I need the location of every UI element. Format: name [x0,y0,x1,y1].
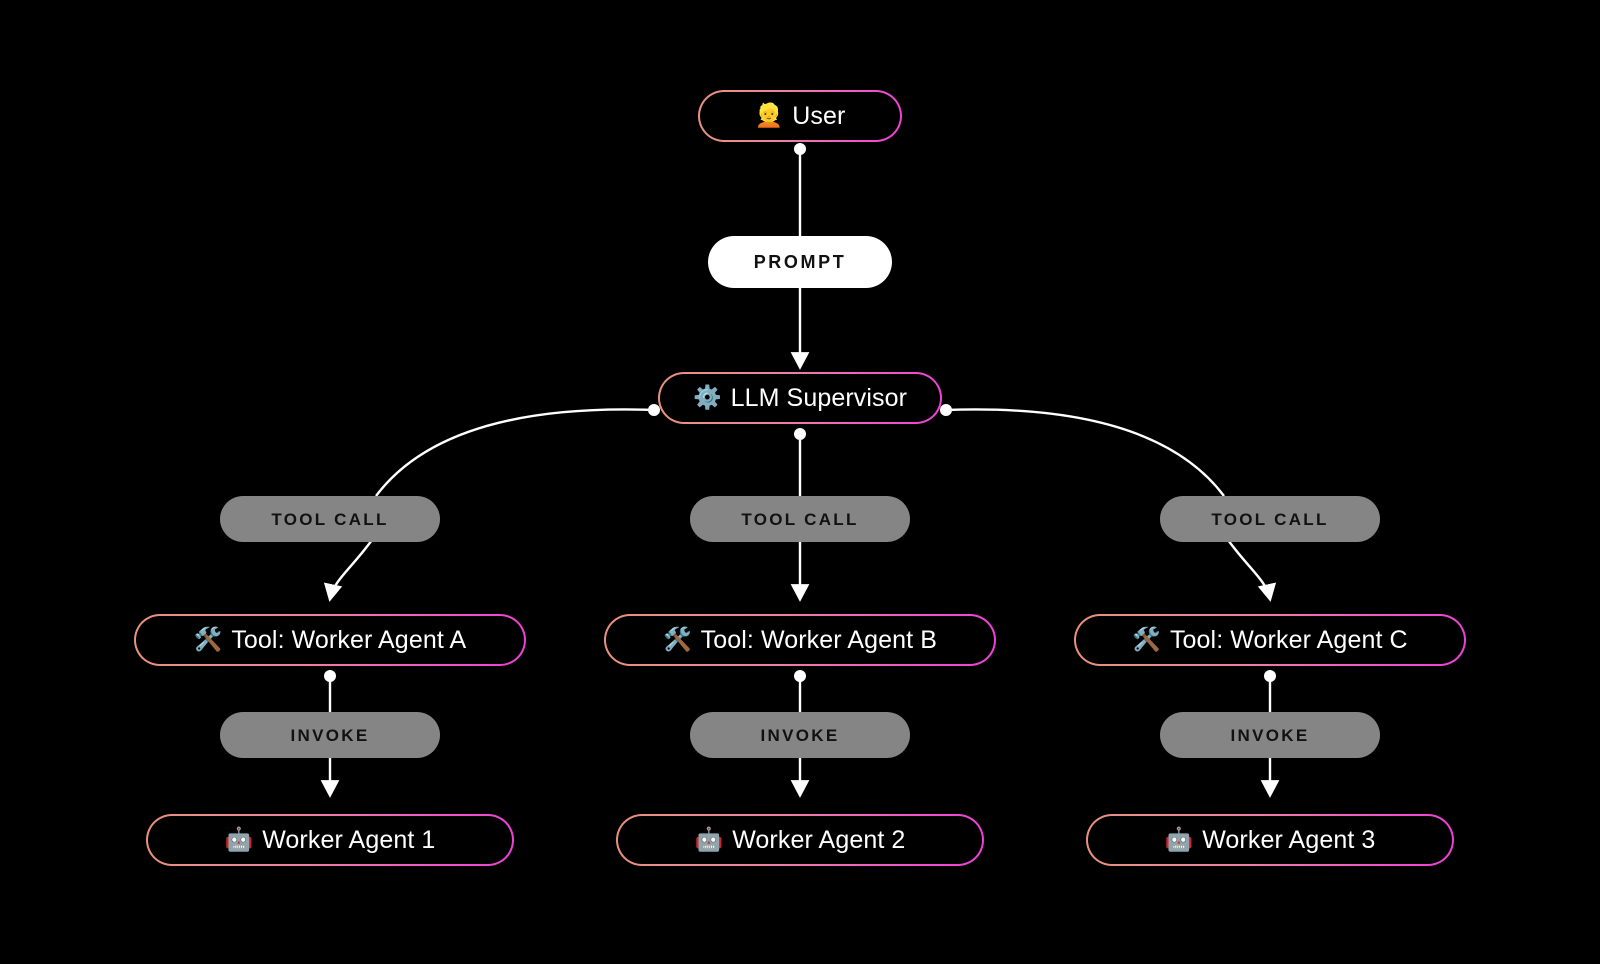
handle-tool-a-bottom[interactable] [324,670,336,682]
edge-supervisor-to-tool-a-tail [323,539,373,602]
node-tool-worker-agent-a[interactable]: 🛠️ Tool: Worker Agent A [134,614,526,666]
node-tool-worker-agent-b-body: 🛠️ Tool: Worker Agent B [606,616,994,664]
hammer-and-wrench-icon: 🛠️ [1132,625,1161,652]
handle-supervisor-right[interactable] [940,404,952,416]
edge-label-tool-call-c-text: TOOL CALL [1211,509,1329,529]
node-user-body: 👱 User [700,92,900,140]
hammer-and-wrench-icon: 🛠️ [193,625,223,652]
node-tool-worker-agent-b[interactable]: 🛠️ Tool: Worker Agent B [604,614,996,666]
handle-supervisor-bottom[interactable] [794,428,806,440]
edge-label-tool-call-b[interactable]: TOOL CALL [690,496,910,542]
edge-label-invoke-b-text: INVOKE [760,725,840,745]
edge-label-tool-call-a-text: TOOL CALL [271,509,389,529]
edge-label-invoke-b[interactable]: INVOKE [690,712,910,758]
edge-supervisor-to-tool-c [945,408,1225,497]
edge-label-invoke-a[interactable]: INVOKE [220,712,440,758]
node-tool-worker-agent-c[interactable]: 🛠️ Tool: Worker Agent C [1074,614,1466,666]
node-tool-worker-agent-b-label: Tool: Worker Agent B [700,625,937,654]
edge-label-prompt[interactable]: PROMPT [708,236,892,288]
node-tool-worker-agent-c-label: Tool: Worker Agent C [1169,625,1408,654]
node-user[interactable]: 👱 User [698,90,902,142]
gear-icon: ⚙️ [692,383,722,410]
edge-supervisor-to-tool-a [375,408,655,497]
node-tool-worker-agent-a-body: 🛠️ Tool: Worker Agent A [136,616,524,664]
node-worker-agent-1-body: 🤖 Worker Agent 1 [148,816,512,864]
edge-supervisor-to-tool-c-tail [1227,539,1277,602]
node-worker-agent-3-label: Worker Agent 3 [1202,825,1376,854]
node-llm-supervisor-label: LLM Supervisor [730,383,908,412]
robot-icon: 🤖 [224,825,254,852]
edge-label-tool-call-c[interactable]: TOOL CALL [1160,496,1380,542]
node-worker-agent-1[interactable]: 🤖 Worker Agent 1 [146,814,514,866]
edge-label-invoke-c[interactable]: INVOKE [1160,712,1380,758]
node-worker-agent-3[interactable]: 🤖 Worker Agent 3 [1086,814,1454,866]
edge-label-invoke-c-text: INVOKE [1230,725,1310,745]
edge-label-tool-call-b-text: TOOL CALL [741,509,859,529]
node-user-label: User [792,101,846,130]
handle-tool-c-bottom[interactable] [1264,670,1276,682]
handle-supervisor-left[interactable] [648,404,660,416]
hammer-and-wrench-icon: 🛠️ [662,625,692,652]
node-llm-supervisor[interactable]: ⚙️ LLM Supervisor [658,372,942,424]
robot-icon: 🤖 [1164,825,1194,852]
node-worker-agent-2[interactable]: 🤖 Worker Agent 2 [616,814,984,866]
person-icon: 👱 [754,101,784,128]
node-llm-supervisor-body: ⚙️ LLM Supervisor [660,374,940,422]
edge-label-invoke-a-text: INVOKE [290,725,370,745]
node-tool-worker-agent-c-body: 🛠️ Tool: Worker Agent C [1076,616,1464,664]
handle-user-bottom[interactable] [794,143,806,155]
edge-label-tool-call-a[interactable]: TOOL CALL [220,496,440,542]
node-tool-worker-agent-a-label: Tool: Worker Agent A [231,625,467,654]
node-worker-agent-2-label: Worker Agent 2 [732,825,906,854]
node-worker-agent-2-body: 🤖 Worker Agent 2 [618,816,982,864]
edge-label-prompt-text: PROMPT [753,252,847,272]
handle-tool-b-bottom[interactable] [794,670,806,682]
node-worker-agent-1-label: Worker Agent 1 [262,825,436,854]
node-worker-agent-3-body: 🤖 Worker Agent 3 [1088,816,1452,864]
robot-icon: 🤖 [694,825,724,852]
